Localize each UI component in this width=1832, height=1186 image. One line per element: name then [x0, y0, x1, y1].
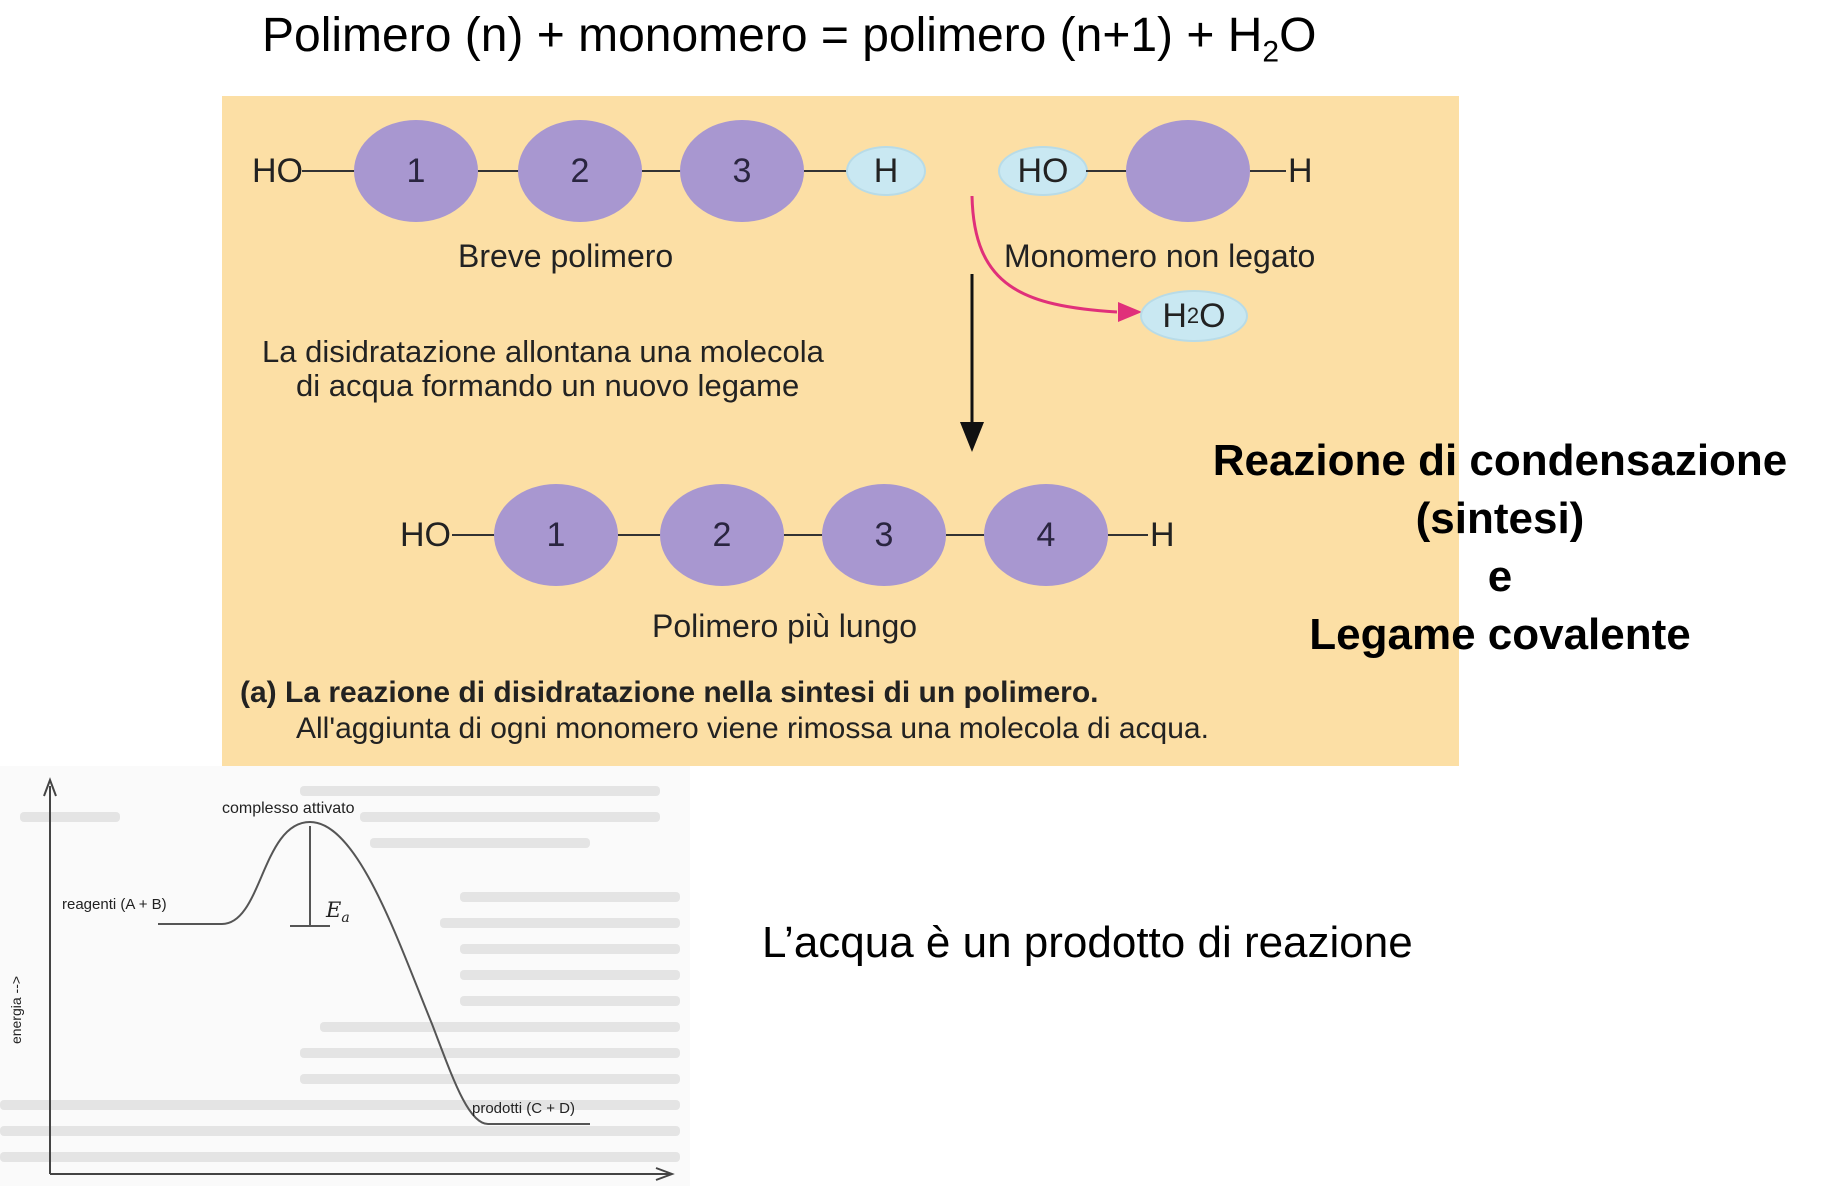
longer-polymer-label: Polimero più lungo	[652, 608, 918, 644]
bond-line	[618, 534, 662, 536]
hydroxyl-group-left: HO	[400, 516, 451, 554]
polymer-bead-2: 2	[660, 484, 784, 586]
hydrogen-oval: H	[846, 146, 926, 196]
energy-profile-diagram: complesso attivato reagenti (A + B) Ea p…	[0, 766, 690, 1186]
bond-line	[1108, 534, 1148, 536]
bond-line	[302, 170, 356, 172]
free-monomer-bead	[1126, 120, 1250, 222]
faded-background-text	[300, 1074, 680, 1084]
faded-background-text	[460, 996, 680, 1006]
faded-background-text	[440, 918, 680, 928]
faded-background-text	[0, 1126, 680, 1136]
faded-background-text	[320, 1022, 680, 1032]
energy-curve	[158, 820, 590, 1125]
activation-energy-label: Ea	[326, 898, 350, 927]
reaction-type-title: Reazione di condensazione (sintesi) e Le…	[1180, 432, 1820, 664]
faded-background-text	[460, 944, 680, 954]
bond-line	[784, 534, 824, 536]
monomer-hydroxyl-oval: HO	[998, 146, 1088, 196]
short-polymer-label: Breve polimero	[458, 238, 674, 274]
title-line-1: Reazione di condensazione	[1212, 436, 1788, 485]
polymer-synthesis-diagram: HO 1 2 3 H HO H Breve polimero Monomero …	[222, 96, 1459, 766]
y-axis-arrow	[43, 777, 57, 797]
bond-line	[804, 170, 848, 172]
polymer-bead-4: 4	[984, 484, 1108, 586]
bond-line	[1250, 170, 1286, 172]
faded-background-text	[360, 812, 660, 822]
products-label: prodotti (C + D)	[472, 1100, 575, 1117]
reactants-label: reagenti (A + B)	[62, 896, 167, 913]
energy-curve-plot	[43, 777, 675, 1181]
bond-line	[642, 170, 682, 172]
figure-caption-bold: (a) La reazione di disidratazione nella …	[240, 676, 1099, 709]
monomer-bead-3: 3	[680, 120, 804, 222]
faded-background-text	[460, 892, 680, 902]
activated-complex-label: complesso attivato	[222, 800, 355, 817]
bond-line	[452, 534, 496, 536]
reaction-arrows	[960, 195, 1142, 452]
faded-background-text	[460, 970, 680, 980]
monomer-hydrogen: H	[1288, 152, 1313, 190]
faded-background-text	[300, 786, 660, 796]
title-line-2: (sintesi)	[1415, 494, 1585, 543]
x-axis-arrow	[655, 1167, 675, 1181]
bond-line	[1086, 170, 1128, 172]
monomer-bead-2: 2	[518, 120, 642, 222]
equation-title: Polimero (n) + monomero = polimero (n+1)…	[262, 9, 1317, 69]
title-line-4: Legame covalente	[1309, 610, 1691, 659]
water-product-note: L’acqua è un prodotto di reazione	[762, 918, 1413, 967]
polymer-bead-1: 1	[494, 484, 618, 586]
reaction-arrowhead	[960, 422, 984, 452]
dehydration-note-line1: La disidratazione allontana una molecola	[262, 334, 824, 369]
water-release-arrow	[970, 195, 1118, 314]
energy-axis-label: energia -->	[8, 975, 25, 1045]
figure-caption-normal: All'aggiunta di ogni monomero viene rimo…	[296, 712, 1209, 745]
faded-background-text	[370, 838, 590, 848]
monomer-bead-1: 1	[354, 120, 478, 222]
polymer-bead-3: 3	[822, 484, 946, 586]
unbound-monomer-label: Monomero non legato	[1004, 238, 1316, 274]
hydroxyl-group-left: HO	[252, 152, 303, 190]
bond-line	[946, 534, 986, 536]
faded-background-text	[20, 812, 120, 822]
bond-line	[478, 170, 520, 172]
faded-background-text	[0, 1100, 680, 1110]
terminal-hydrogen: H	[1150, 516, 1175, 554]
dehydration-note-line2: di acqua formando un nuovo legame	[296, 368, 800, 403]
title-line-3: e	[1487, 552, 1513, 601]
faded-background-text	[300, 1048, 680, 1058]
faded-background-text	[0, 1152, 680, 1162]
water-release-arrowhead	[1118, 302, 1142, 322]
